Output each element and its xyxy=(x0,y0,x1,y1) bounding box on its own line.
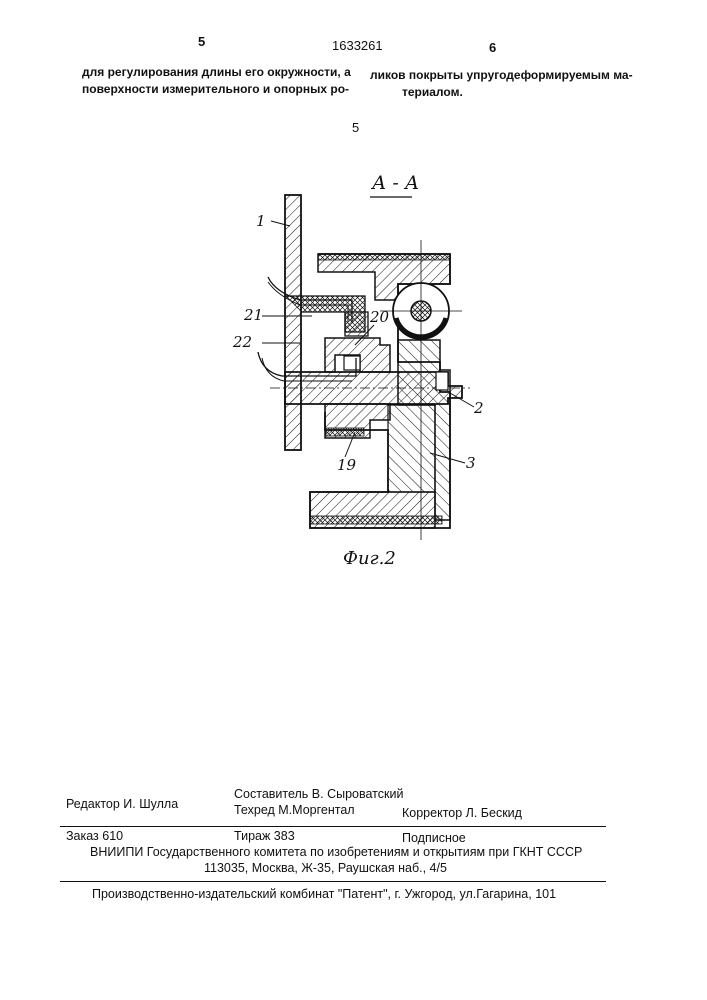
publisher: Производственно-издательский комбинат "П… xyxy=(92,887,556,901)
callout-20: 20 xyxy=(370,308,389,326)
compiler: Составитель В. Сыроватский xyxy=(234,787,403,801)
part-1-plate xyxy=(285,195,301,450)
figure-caption: Фиг.2 xyxy=(343,548,396,569)
callout-3: 3 xyxy=(466,454,476,472)
housing-bottom-coating xyxy=(310,516,442,524)
rule-top xyxy=(60,826,606,827)
editor: Редактор И. Шулла xyxy=(66,797,178,811)
shaft-key xyxy=(436,372,448,390)
callout-19: 19 xyxy=(337,456,356,474)
callout-2: 2 xyxy=(474,399,484,417)
part-21-wire xyxy=(268,277,352,322)
section-label: А - А xyxy=(372,172,419,194)
techred: Техред М.Моргентал xyxy=(234,803,355,817)
circulation: Тираж 383 xyxy=(234,829,295,843)
part-22-sensor xyxy=(344,356,360,370)
callout-22: 22 xyxy=(233,333,252,351)
subscription: Подписное xyxy=(402,831,466,845)
order-number: Заказ 610 xyxy=(66,829,123,843)
clamp-coating xyxy=(326,428,364,436)
address: 113035, Москва, Ж-35, Раушская наб., 4/5 xyxy=(204,861,447,875)
callout-1: 1 xyxy=(256,212,266,230)
housing-inner-web xyxy=(388,405,435,492)
housing-top-coating xyxy=(318,254,450,260)
corrector: Корректор Л. Бескид xyxy=(402,806,522,820)
callout-21: 21 xyxy=(244,306,263,324)
rule-bottom xyxy=(60,881,606,882)
institute: ВНИИПИ Государственного комитета по изоб… xyxy=(90,845,582,859)
